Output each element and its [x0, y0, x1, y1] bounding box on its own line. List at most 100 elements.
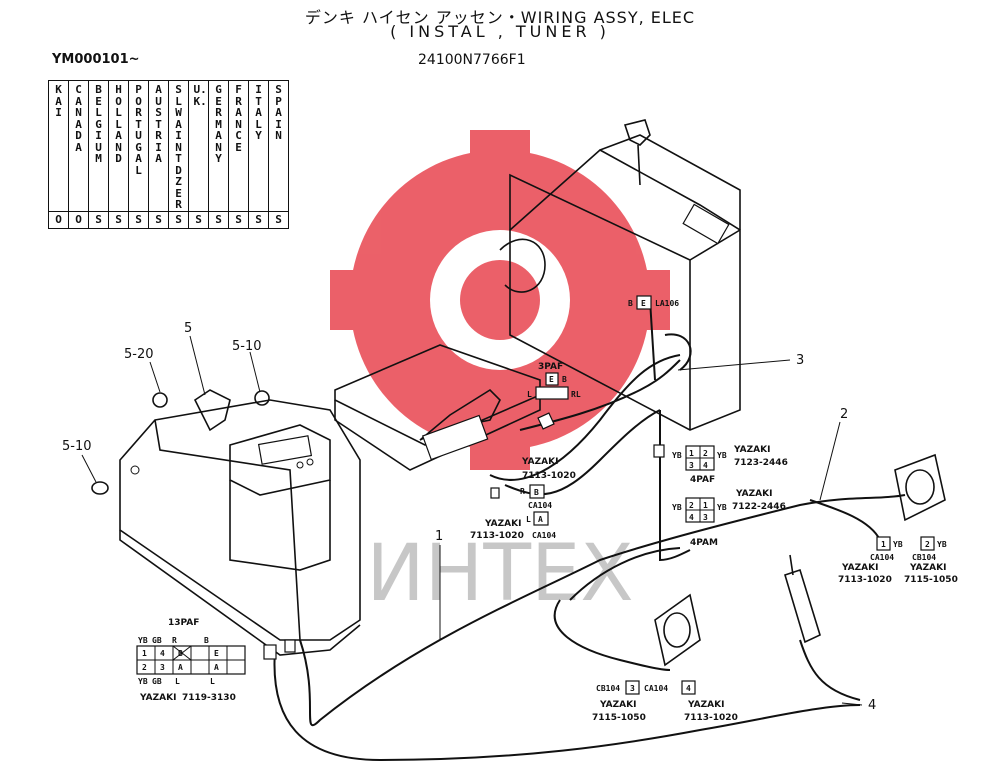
svg-text:CA104: CA104 — [644, 684, 668, 693]
svg-text:CA104: CA104 — [532, 531, 556, 540]
country-name: ITALY — [255, 83, 262, 142]
callout-5: 5 — [184, 321, 192, 336]
svg-text:L: L — [526, 515, 531, 524]
callout-5-10-left: 5-10 — [62, 439, 92, 454]
svg-text:B: B — [534, 488, 539, 497]
svg-text:2: 2 — [689, 501, 694, 510]
connector-yazaki-7113-1020-a: YAZAKI 7113-1020 L A CA104 — [470, 511, 556, 541]
watermark-text: ИНТЕХ — [366, 529, 633, 619]
country-name: FRANCE — [235, 83, 242, 154]
connector-13paf: 13PAF YB GB R B 1 4 B E 2 3 A A YB GB L … — [136, 618, 246, 703]
svg-text:YB: YB — [138, 677, 148, 686]
connector-speaker-right: 1 YB CA104 YAZAKI 7113-1020 2 YB CB104 Y… — [838, 536, 958, 585]
country-name-cell: SPAIN — [268, 80, 289, 212]
antenna — [784, 554, 821, 644]
svg-text:7115-1050: 7115-1050 — [904, 575, 958, 585]
speaker-bottom — [654, 593, 701, 667]
svg-text:B: B — [178, 649, 183, 658]
watermark-gear-icon — [330, 130, 670, 470]
svg-text:GB: GB — [152, 636, 162, 645]
country-name: KAI — [55, 83, 62, 119]
svg-text:4: 4 — [703, 461, 708, 470]
svg-text:4PAF: 4PAF — [690, 475, 715, 485]
svg-text:1: 1 — [142, 649, 147, 658]
svg-text:4: 4 — [160, 649, 165, 658]
country-name: GERMANY — [215, 83, 222, 165]
callout-leaders — [81, 335, 863, 706]
svg-text:YB: YB — [893, 540, 903, 549]
country-name: HOLLAND — [115, 83, 122, 165]
country-name: AUSTRIA — [155, 83, 162, 165]
diagram-subtitle: ( INSTAL , TUNER ) — [390, 22, 610, 41]
svg-text:YAZAKI: YAZAKI — [139, 693, 176, 703]
svg-text:1: 1 — [881, 540, 886, 549]
svg-text:CB104: CB104 — [596, 684, 620, 693]
connector-yazaki-7113-1020-b: YAZAKI 7113-1020 R B CA104 — [520, 457, 576, 510]
svg-text:L: L — [210, 677, 215, 686]
connector-speaker-bottom: CB104 3 CA104 4 YAZAKI 7115-1050 YAZAKI … — [592, 680, 738, 723]
svg-text:4PAM: 4PAM — [690, 538, 718, 548]
svg-text:3: 3 — [630, 684, 635, 693]
svg-text:2: 2 — [142, 663, 147, 672]
serial-range: YM000101~ — [52, 52, 140, 67]
svg-text:YAZAKI: YAZAKI — [484, 519, 521, 529]
svg-text:7119-3130: 7119-3130 — [182, 693, 236, 703]
svg-text:L: L — [527, 390, 532, 399]
connector-4paf: YB 1 2 3 4 YB 4PAF YAZAKI 7123-2446 — [672, 445, 788, 485]
diagram-title: デンキ ハイセン アッセン・WIRING ASSY, ELEC — [304, 8, 696, 27]
svg-text:7115-1050: 7115-1050 — [592, 713, 646, 723]
svg-text:YB: YB — [717, 503, 727, 512]
svg-text:7113-1020: 7113-1020 — [684, 713, 738, 723]
svg-text:3PAF: 3PAF — [538, 362, 563, 372]
svg-text:A: A — [178, 663, 183, 672]
country-name: SPAIN — [275, 83, 282, 142]
country-name: U.K. — [193, 83, 207, 108]
svg-text:CB104: CB104 — [912, 553, 936, 562]
svg-text:1: 1 — [689, 449, 694, 458]
svg-text:YAZAKI: YAZAKI — [733, 445, 770, 455]
svg-text:GB: GB — [152, 677, 162, 686]
svg-text:E: E — [549, 375, 554, 384]
connector-3paf: 3PAF E B L RL — [527, 362, 581, 400]
callout-3: 3 — [796, 353, 804, 368]
svg-text:3: 3 — [703, 513, 708, 522]
svg-text:1: 1 — [703, 501, 708, 510]
svg-text:YAZAKI: YAZAKI — [909, 563, 946, 573]
svg-text:7113-1020: 7113-1020 — [838, 575, 892, 585]
connector-4pam: YB 2 1 4 3 YB 4PAM YAZAKI 7122-2446 — [672, 489, 786, 548]
svg-text:YB: YB — [672, 503, 682, 512]
svg-text:B: B — [628, 299, 633, 308]
svg-text:YB: YB — [138, 636, 148, 645]
country-applicability: S — [268, 210, 289, 229]
country-name: CANADA — [75, 83, 82, 154]
svg-text:YB: YB — [672, 451, 682, 460]
svg-text:A: A — [538, 515, 543, 524]
radio-bracket — [91, 389, 361, 656]
svg-text:3: 3 — [689, 461, 694, 470]
speaker-right — [894, 453, 946, 522]
svg-text:E: E — [214, 649, 219, 658]
svg-text:A: A — [214, 663, 219, 672]
svg-text:R: R — [172, 636, 177, 645]
country-applicability: S — [188, 210, 209, 229]
svg-text:2: 2 — [703, 449, 708, 458]
svg-text:CA104: CA104 — [528, 501, 552, 510]
svg-text:7123-2446: 7123-2446 — [734, 458, 788, 468]
svg-text:YAZAKI: YAZAKI — [521, 457, 558, 467]
part-number: 24100N7766F1 — [418, 52, 526, 68]
connector-la106: B E LA106 — [628, 295, 679, 310]
country-name: PORTUGAL — [135, 83, 142, 177]
svg-text:YB: YB — [717, 451, 727, 460]
svg-text:YAZAKI: YAZAKI — [735, 489, 772, 499]
svg-text:RL: RL — [571, 390, 581, 399]
svg-text:YAZAKI: YAZAKI — [599, 700, 636, 710]
svg-text:E: E — [641, 299, 646, 308]
svg-text:13PAF: 13PAF — [168, 618, 199, 628]
svg-text:YAZAKI: YAZAKI — [687, 700, 724, 710]
svg-text:2: 2 — [925, 540, 930, 549]
svg-text:7113-1020: 7113-1020 — [470, 531, 524, 541]
svg-text:4: 4 — [689, 513, 694, 522]
callout-5-10-top: 5-10 — [232, 339, 262, 354]
country-name: BELGIUM — [95, 83, 102, 165]
